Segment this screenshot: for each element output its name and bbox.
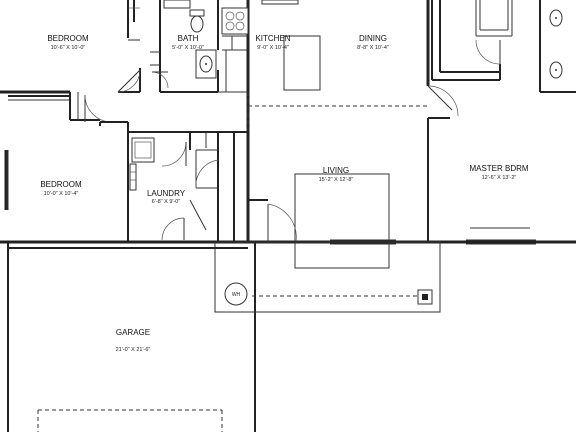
bedroom-2-dim: 10'-0" X 10'-4" [44, 191, 79, 197]
master-sinks [549, 9, 563, 79]
living-label: LIVING [323, 166, 349, 175]
garage-walls [8, 247, 248, 432]
hall-door [84, 94, 128, 123]
dining-dim: 8'-8" X 10'-4" [357, 45, 389, 51]
kitchen-dim: 9'-0" X 10'-4" [257, 45, 289, 51]
bath-label: BATH [178, 34, 199, 43]
garage-label: GARAGE [116, 328, 150, 337]
bedroom-1-label: BEDROOM [47, 34, 89, 43]
bedroom-2-walls [7, 95, 129, 242]
master-window [466, 239, 536, 245]
master-dim: 12'-6" X 13'-2" [482, 175, 517, 181]
kitchen-stove [221, 7, 249, 35]
bath-tub [163, 0, 191, 9]
laundry-walls [128, 131, 248, 242]
water-heater-label: WH [232, 292, 241, 298]
living-door [248, 199, 297, 243]
garage-dim: 21'-0" X 21'-6" [116, 347, 151, 353]
bath-sink [195, 49, 217, 79]
washer [131, 137, 155, 163]
laundry-label: LAUNDRY [147, 189, 186, 198]
kitchen-island [283, 35, 321, 91]
laundry-door [161, 199, 207, 241]
living-dim: 15'-2" X 12'-8" [319, 177, 354, 183]
ceiling-fixture [417, 289, 433, 305]
porch [214, 241, 441, 313]
bedroom-1-walls [69, 0, 141, 121]
living-walls [294, 173, 396, 269]
laundry-dim: 6'-8" X 9'-0" [152, 199, 181, 205]
master-label: MASTER BDRM [469, 164, 528, 173]
water-heater: WH [224, 282, 248, 306]
bath-dim: 5'-0" X 10'-0" [172, 45, 204, 51]
kitchen-label: KITCHEN [255, 34, 290, 43]
toilet [189, 9, 205, 33]
bedroom-2-label: BEDROOM [40, 180, 82, 189]
master-door [427, 85, 530, 229]
kitchen-sink [261, 0, 299, 5]
master-bath [428, 0, 576, 119]
dryer [129, 163, 137, 191]
bedroom-1-dim: 10'-6" X 10'-0" [51, 45, 86, 51]
bedroom-1-door [117, 69, 141, 93]
bath-walls [150, 0, 219, 93]
dining-label: DINING [359, 34, 387, 43]
kitchen-counter [218, 35, 248, 93]
